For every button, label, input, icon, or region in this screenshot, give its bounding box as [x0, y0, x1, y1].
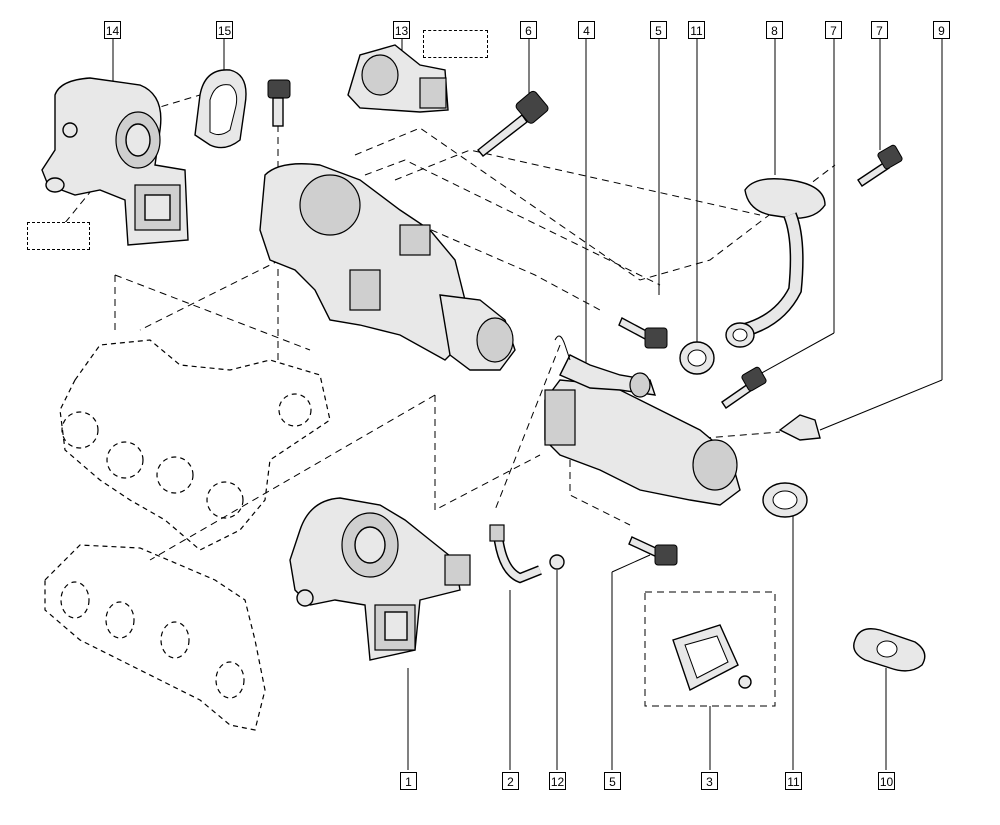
callout-1: 1	[400, 772, 417, 790]
callout-4: 4	[578, 21, 595, 39]
part-5-bolt-lower	[628, 536, 678, 566]
callout-2: 2	[502, 772, 519, 790]
callout-13: 13	[393, 21, 410, 39]
callout-7-right: 7	[871, 21, 888, 39]
part-15-gasket	[194, 69, 247, 149]
blank-reference-box-lower	[27, 222, 90, 250]
manifold-ghost	[44, 339, 331, 731]
blank-reference-box-upper	[423, 30, 488, 58]
callout-7-left: 7	[825, 21, 842, 39]
callout-5-top: 5	[650, 21, 667, 39]
part-7-bolt-lower	[721, 366, 767, 409]
part-1-valve	[289, 497, 471, 661]
part-8-pipe	[742, 178, 826, 337]
callout-12: 12	[549, 772, 566, 790]
part-5-bolt-upper	[618, 317, 668, 349]
callout-5-bottom: 5	[604, 772, 621, 790]
callout-8: 8	[766, 21, 783, 39]
callout-15: 15	[216, 21, 233, 39]
part-2-hose	[489, 524, 542, 584]
callout-11-top: 11	[688, 21, 705, 39]
part-11-clamp-lower	[762, 482, 808, 518]
part-10-gasket	[853, 628, 926, 672]
callout-11-bottom: 11	[785, 772, 802, 790]
callout-14: 14	[104, 21, 121, 39]
part-9-clip	[778, 414, 821, 441]
part-11-clamp-upper	[679, 322, 755, 375]
callout-9: 9	[933, 21, 950, 39]
part-3-gasket-kit	[644, 591, 776, 707]
part-7-bolt-upper	[857, 144, 903, 187]
part-4-egr-cooler	[544, 335, 741, 506]
part-14-valve	[41, 77, 189, 246]
bolt-vertical	[267, 79, 291, 127]
main-egr-assembly	[259, 163, 516, 371]
leader-lines	[112, 38, 943, 770]
part-6-bolt	[477, 90, 549, 157]
part-12-clip	[549, 554, 565, 570]
part-13-solenoid	[347, 44, 449, 113]
callout-10: 10	[878, 772, 895, 790]
callout-3: 3	[701, 772, 718, 790]
callout-6: 6	[520, 21, 537, 39]
